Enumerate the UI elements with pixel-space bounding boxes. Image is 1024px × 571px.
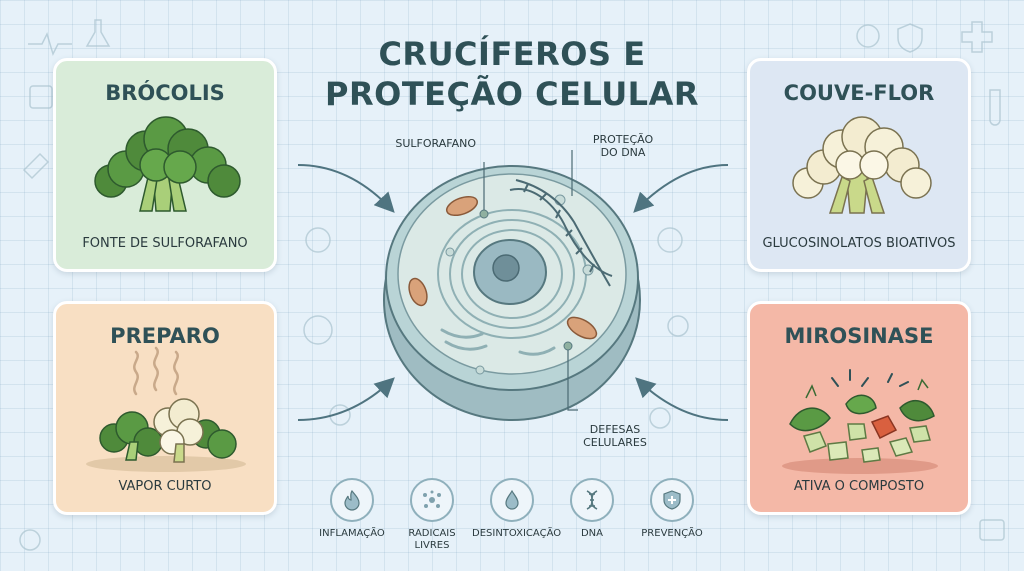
broccoli-card: BRÓCOLIS FONTE DE SULFORAFANO bbox=[53, 58, 277, 272]
benefit-inflammation: INFLAMAÇÃO bbox=[312, 478, 392, 540]
benefit-dna: DNA bbox=[552, 478, 632, 540]
cell-defenses-label: DEFESAS CELULARES bbox=[583, 423, 647, 449]
preparation-card-title: PREPARO bbox=[110, 324, 220, 348]
golgi bbox=[440, 328, 556, 356]
arrow-cauliflower-to-cell bbox=[633, 164, 729, 213]
arrow-preparation-to-cell bbox=[297, 377, 395, 421]
page-title: CRUCÍFEROS E PROTEÇÃO CELULAR bbox=[325, 35, 699, 113]
dna-icon bbox=[570, 478, 614, 522]
dna-protection-label: PROTEÇÃO DO DNA bbox=[592, 133, 654, 159]
broccoli-illustration bbox=[94, 116, 241, 212]
shield-icon bbox=[650, 478, 694, 522]
activation-spark-icon bbox=[831, 369, 909, 387]
cell-defenses-leader bbox=[567, 350, 578, 411]
cauliflower-card-caption: GLUCOSINOLATOS BIOATIVOS bbox=[762, 236, 956, 251]
arrow-broccoli-to-cell bbox=[297, 164, 395, 213]
cauliflower-card-title: COUVE-FLOR bbox=[783, 81, 935, 105]
droplet-icon bbox=[490, 478, 534, 522]
cauliflower-card: COUVE-FLOR GLUCOSINOLATOS BIOATIVOS bbox=[747, 58, 971, 272]
myrosinase-card: MIROSINASE ATIVA O COMPOSTO bbox=[747, 301, 971, 515]
benefit-detox: DESINTOXICAÇÃO bbox=[472, 478, 561, 540]
arrow-myrosinase-to-cell bbox=[635, 377, 729, 421]
benefits-icon-row: INFLAMAÇÃO RADICAIS LIVRES DESINTOXICAÇÃ… bbox=[312, 478, 712, 558]
myrosinase-card-caption: ATIVA O COMPOSTO bbox=[793, 479, 925, 494]
sulforaphane-label: SULFORAFANO bbox=[395, 137, 476, 150]
preparation-card: PREPARO VAPOR CURTO bbox=[53, 301, 277, 515]
free-radicals-icon bbox=[410, 478, 454, 522]
broccoli-card-title: BRÓCOLIS bbox=[105, 81, 225, 105]
mitochondria bbox=[408, 195, 598, 340]
broccoli-card-caption: FONTE DE SULFORAFANO bbox=[82, 236, 248, 251]
steamed-vegetables-illustration bbox=[86, 346, 246, 472]
dna-helix bbox=[509, 179, 613, 287]
flame-icon bbox=[330, 478, 374, 522]
chopped-vegetables-illustration bbox=[782, 369, 938, 474]
vesicles bbox=[445, 194, 594, 375]
nucleolus bbox=[492, 254, 520, 282]
preparation-card-caption: VAPOR CURTO bbox=[118, 479, 212, 494]
steam-icon bbox=[133, 346, 179, 396]
benefit-prevention: PREVENÇÃO bbox=[632, 478, 712, 540]
myrosinase-card-title: MIROSINASE bbox=[784, 324, 934, 348]
cauliflower-illustration bbox=[792, 116, 932, 214]
cell-body bbox=[383, 165, 641, 421]
benefit-free-radicals: RADICAIS LIVRES bbox=[392, 478, 472, 552]
